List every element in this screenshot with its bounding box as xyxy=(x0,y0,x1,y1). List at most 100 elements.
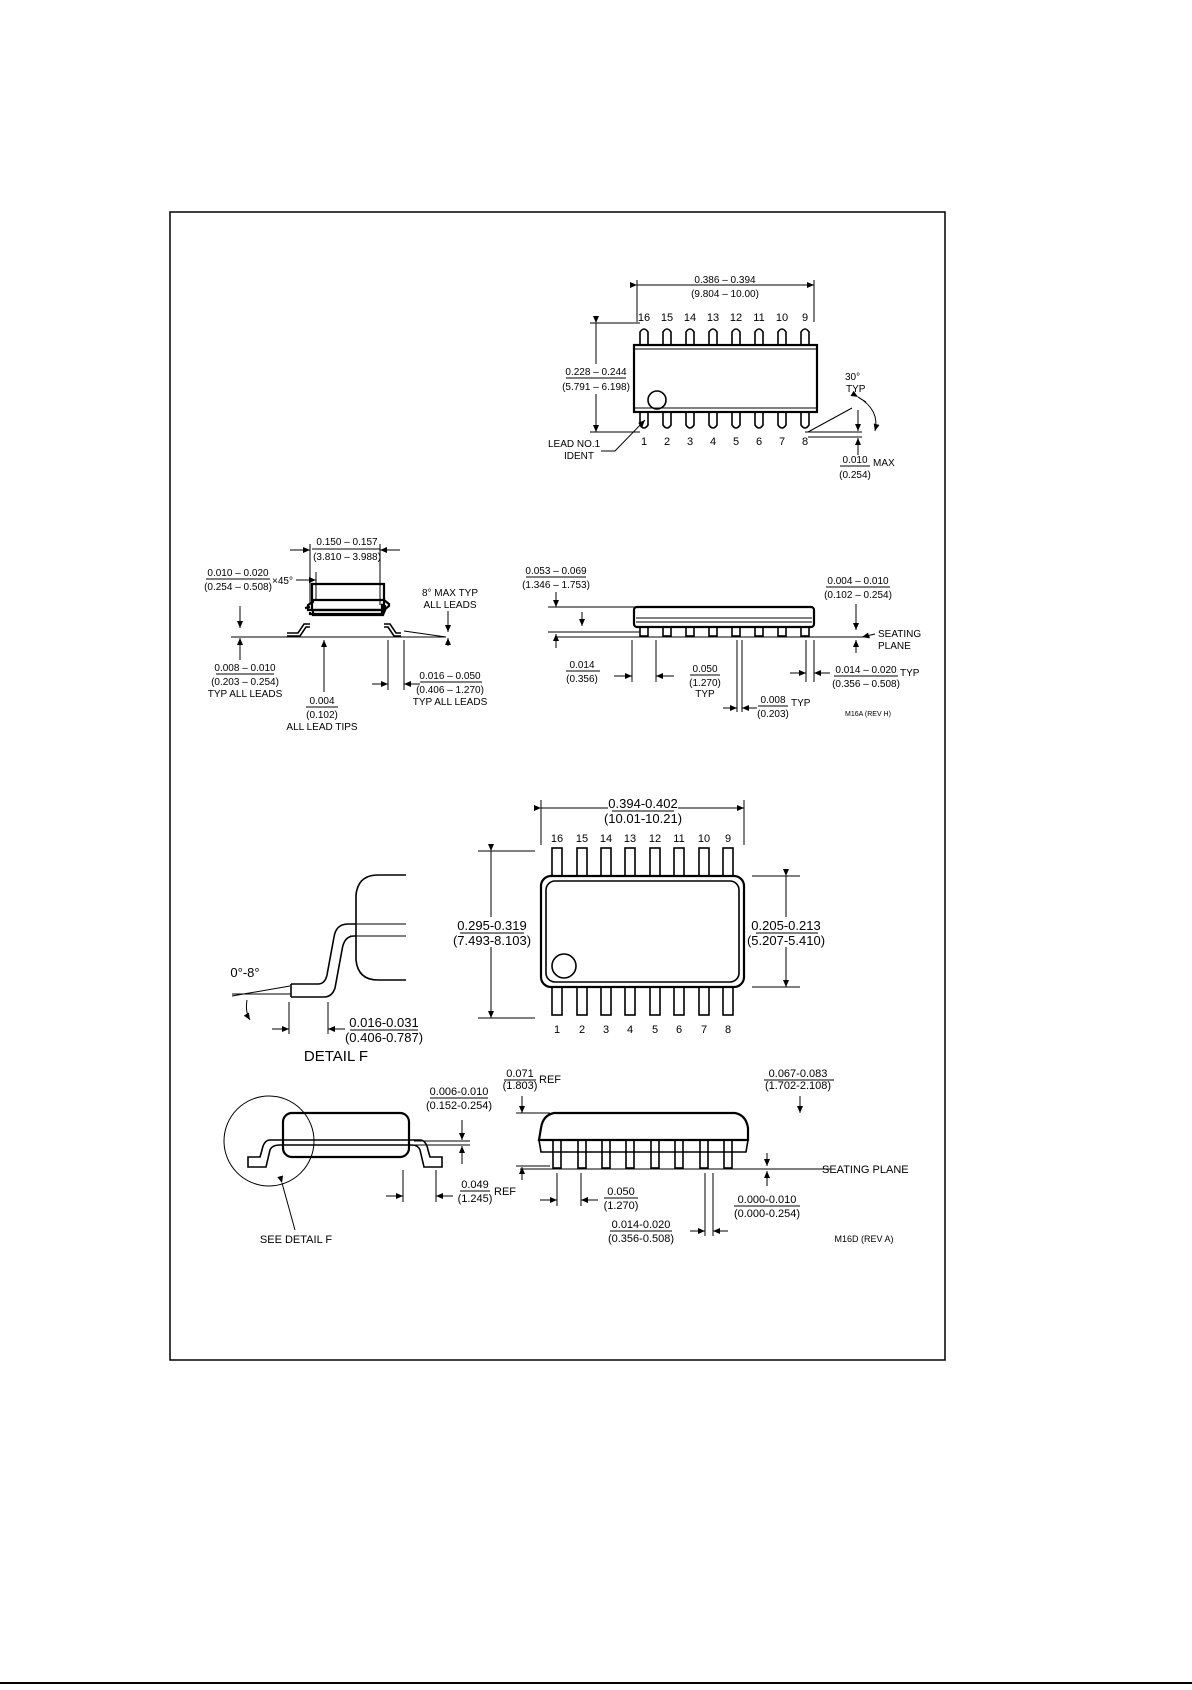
pkg2-top-view: 0.394-0.402 (10.01-10.21) 16 15 14 13 12… xyxy=(453,795,825,1036)
p1-botlead-lead xyxy=(800,412,810,429)
pkg1-top-view: 0.386 – 0.394 (9.804 – 10.00) 16 15 14 1… xyxy=(548,275,895,481)
pkg2-thick-in: 0.006-0.010 xyxy=(430,1086,489,1098)
p1-frontlead-lead xyxy=(731,626,741,637)
pkg1-width-in: 0.228 – 0.244 xyxy=(565,367,627,378)
pkg2-standoff-in: 0.000-0.010 xyxy=(738,1194,797,1206)
p1-toplead-lead xyxy=(685,328,695,345)
p2-toplead-lead xyxy=(649,847,661,877)
pkg1-foot-mm: (0.406 – 1.270) xyxy=(416,685,484,696)
p1-toplead-lead xyxy=(662,328,672,345)
pkg1-max-in: 0.010 xyxy=(842,455,867,466)
p1-botlead-lead xyxy=(685,412,695,429)
pkg2-pin-12: 12 xyxy=(649,833,661,845)
pkg1-gap-mm: (0.203) xyxy=(757,709,789,720)
pkg1-chamfer-angle: ×45° xyxy=(272,576,293,587)
pkg1-lead-ident-2: IDENT xyxy=(564,451,594,462)
pkg2-body-mm: (5.207-5.410) xyxy=(747,933,825,948)
p2-toplead-lead xyxy=(673,847,685,877)
p1-botlead-lead xyxy=(639,412,649,429)
pkg1-thick-note: TYP ALL LEADS xyxy=(208,689,283,700)
pkg1-angle-typ: TYP xyxy=(846,384,866,395)
pkg2-foot-mm: (1.245) xyxy=(458,1193,493,1205)
pkg2-height-mm: (1.702-2.108) xyxy=(765,1080,831,1092)
p1-frontlead-lead xyxy=(800,626,810,637)
pkg2-pin-6: 6 xyxy=(676,1024,682,1036)
pkg2-thick-mm: (0.152-0.254) xyxy=(426,1100,492,1112)
p2-botlead-lead xyxy=(698,986,710,1016)
pkg1-pin-7: 7 xyxy=(779,436,785,448)
pkg1-seating: SEATING xyxy=(878,629,921,640)
pkg1-max-mm: (0.254) xyxy=(839,470,871,481)
p2-frontlead-lead xyxy=(699,1139,709,1169)
pkg1-body-in: 0.150 – 0.157 xyxy=(316,537,378,548)
pkg1-chamfer-mm: (0.254 – 0.508) xyxy=(204,582,272,593)
p2-toplead-lead xyxy=(600,847,612,877)
pkg1-standoff-in: 0.004 – 0.010 xyxy=(827,576,889,587)
pkg2-pin-8: 8 xyxy=(725,1024,731,1036)
pkg1-length-in: 0.386 – 0.394 xyxy=(694,275,756,286)
pkg1-pin-15: 15 xyxy=(661,312,673,324)
pkg1-length-mm: (9.804 – 10.00) xyxy=(691,289,759,300)
pkg2-pin1-dot xyxy=(551,953,577,979)
pkg2-height-in: 0.067-0.083 xyxy=(769,1068,828,1080)
p1-toplead-lead xyxy=(777,328,787,345)
pkg1-pin-1: 1 xyxy=(641,436,647,448)
pkg2-pitch-mm: (1.270) xyxy=(604,1200,639,1212)
detail-f-foot-in: 0.016-0.031 xyxy=(349,1015,418,1030)
p1-toplead-lead xyxy=(800,328,810,345)
pkg2-foot-in: 0.049 xyxy=(461,1179,489,1191)
p2-botlead-lead xyxy=(576,986,588,1016)
pkg2-pin-1: 1 xyxy=(554,1024,560,1036)
pkg1-width-mm: (5.791 – 6.198) xyxy=(562,382,630,393)
pkg1-pin-6: 6 xyxy=(756,436,762,448)
pkg1-angle: 30° xyxy=(845,372,860,383)
p1-toplead-lead xyxy=(754,328,764,345)
pkg1-pin-13: 13 xyxy=(707,312,719,324)
pkg1-body-mm: (3.810 – 3.988) xyxy=(313,552,381,563)
pkg2-front-view: 0.071 REF (1.803) SEATING PLANE 0.067-0.… xyxy=(503,1068,909,1245)
pkg1-tip-in: 0.004 xyxy=(309,696,334,707)
pkg1-plane: PLANE xyxy=(878,641,911,652)
p2-botlead-lead xyxy=(673,986,685,1016)
pkg1-tip-mm: (0.102) xyxy=(306,710,338,721)
p2-frontlead-lead xyxy=(625,1139,635,1169)
p1-frontlead-lead xyxy=(685,626,695,637)
pkg2-width-mm: (7.493-8.103) xyxy=(453,933,531,948)
pkg2-length-in: 0.394-0.402 xyxy=(608,796,677,811)
pkg1-front-view: 0.053 – 0.069 (1.346 – 1.753) 0.014 (0.3… xyxy=(522,566,921,720)
pkg1-thick-in: 0.008 – 0.010 xyxy=(214,663,276,674)
p1-frontlead-lead xyxy=(662,626,672,637)
p2-toplead-lead xyxy=(722,847,734,877)
pkg1-pin-8: 8 xyxy=(802,436,808,448)
pkg2-pin-13: 13 xyxy=(624,833,636,845)
pkg1-thick-mm: (0.203 – 0.254) xyxy=(211,677,279,688)
pkg1-lead-ident: LEAD NO.1 xyxy=(548,439,601,450)
pkg2-pin-4: 4 xyxy=(627,1024,633,1036)
pkg2-width-in: 0.295-0.319 xyxy=(457,918,526,933)
pkg1-lead-angle-2: ALL LEADS xyxy=(424,600,477,611)
pkg2-pin-14: 14 xyxy=(600,833,612,845)
pkg2-foot-ref: REF xyxy=(494,1186,516,1198)
p2-botlead-lead xyxy=(722,986,734,1016)
pkg1-max-label: MAX xyxy=(873,458,895,469)
pkg2-length-mm: (10.01-10.21) xyxy=(604,811,682,826)
p1-toplead-lead xyxy=(731,328,741,345)
p1-frontlead-lead xyxy=(639,626,649,637)
p1-botlead-lead xyxy=(777,412,787,429)
p2-toplead-lead xyxy=(551,847,563,877)
pkg2-shoulder-ref: REF xyxy=(539,1074,561,1086)
pkg2-pin-3: 3 xyxy=(603,1024,609,1036)
pkg1-foot-note: TYP ALL LEADS xyxy=(413,697,488,708)
pkg1-pitch-in: 0.050 xyxy=(692,664,717,675)
pkg1-pin1-dot xyxy=(647,390,667,410)
frame-border xyxy=(169,211,946,1361)
pkg2-pin-7: 7 xyxy=(701,1024,707,1036)
p2-botlead-lead xyxy=(649,986,661,1016)
pkg2-standoff-mm: (0.000-0.254) xyxy=(734,1208,800,1220)
pkg2-width-mm2: (0.356-0.508) xyxy=(608,1233,674,1245)
pkg1-pin-4: 4 xyxy=(710,436,716,448)
pkg2-detail-f: 0°-8° 0.016-0.031 (0.406-0.787) DETAIL F xyxy=(230,874,423,1065)
pkg1-pin-2: 2 xyxy=(664,436,670,448)
pkg1-pin-9: 9 xyxy=(802,312,808,324)
